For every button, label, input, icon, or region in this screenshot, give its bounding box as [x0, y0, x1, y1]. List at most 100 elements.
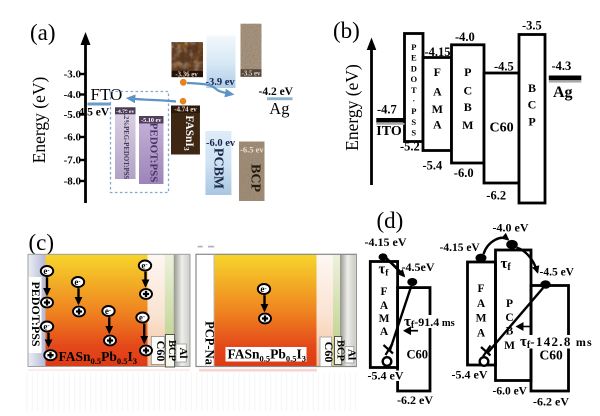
- svg-text:-3.5: -3.5: [522, 19, 542, 33]
- svg-text:F: F: [380, 286, 387, 298]
- svg-text:-6.2 eV: -6.2 eV: [397, 393, 433, 407]
- svg-text:BCP: BCP: [248, 164, 263, 192]
- svg-text:A: A: [433, 118, 442, 132]
- svg-text:-4.5: -4.5: [494, 60, 514, 74]
- svg-text:-3.0: -3.0: [64, 69, 82, 81]
- svg-text:e-: e-: [260, 284, 266, 294]
- svg-text:F: F: [477, 283, 484, 295]
- svg-text:e-: e-: [74, 277, 80, 287]
- svg-text:P: P: [411, 42, 416, 52]
- svg-text:P: P: [464, 65, 471, 79]
- svg-text:C60: C60: [540, 348, 563, 363]
- svg-text:BCP: BCP: [334, 340, 345, 362]
- svg-text:-5.10 ev: -5.10 ev: [141, 117, 162, 124]
- svg-text:F: F: [434, 65, 441, 79]
- svg-text:-6.5 ev: -6.5 ev: [240, 145, 264, 155]
- svg-text:P: P: [506, 298, 513, 310]
- svg-text:(b): (b): [333, 18, 360, 43]
- svg-text:-4.2 eV: -4.2 eV: [259, 86, 294, 98]
- svg-text:τf: τf: [501, 256, 512, 273]
- svg-text:-4.0: -4.0: [64, 89, 82, 101]
- svg-text:C60: C60: [407, 348, 429, 362]
- svg-text:Energy (eV): Energy (eV): [342, 64, 362, 151]
- svg-text:4.5 eV: 4.5 eV: [79, 107, 110, 119]
- svg-text:C60: C60: [490, 121, 514, 136]
- svg-text:τf-91.4 ms: τf-91.4 ms: [404, 314, 455, 331]
- svg-text:-6.0: -6.0: [64, 132, 82, 144]
- svg-text:E: E: [411, 53, 417, 63]
- svg-text:A: A: [380, 326, 389, 338]
- svg-text:0.2%PEG-PEDOT:PSS: 0.2%PEG-PEDOT:PSS: [122, 111, 129, 180]
- svg-text:e-: e-: [43, 322, 49, 332]
- svg-text:P: P: [528, 114, 535, 128]
- svg-text:C60: C60: [154, 341, 168, 362]
- svg-text:B: B: [464, 100, 472, 114]
- svg-text:.: .: [413, 94, 415, 104]
- svg-text:A: A: [477, 328, 486, 340]
- svg-text:M: M: [462, 118, 473, 132]
- svg-text:(c): (c): [29, 230, 55, 255]
- svg-text:-4.3: -4.3: [552, 59, 572, 73]
- svg-text:-4.5 eV: -4.5 eV: [540, 267, 575, 279]
- svg-text:M: M: [504, 340, 515, 352]
- svg-text:ITO: ITO: [376, 124, 402, 139]
- svg-text:e-: e-: [105, 306, 111, 316]
- svg-text:T: T: [411, 85, 417, 95]
- svg-text:FASnI3: FASnI3: [182, 115, 195, 150]
- svg-text:-6.0: -6.0: [454, 166, 474, 180]
- svg-text:B: B: [528, 81, 536, 95]
- svg-text:S: S: [411, 117, 416, 127]
- svg-text:PEDOT:PSS: PEDOT:PSS: [29, 281, 43, 346]
- svg-text:Al: Al: [177, 348, 189, 359]
- svg-text:B: B: [506, 326, 514, 338]
- svg-text:-8.0: -8.0: [64, 176, 82, 188]
- svg-text:-3.36 ev: -3.36 ev: [175, 71, 198, 78]
- svg-text:e-: e-: [43, 266, 49, 276]
- svg-text:O: O: [410, 74, 417, 84]
- svg-text:A: A: [433, 85, 442, 99]
- svg-text:Energy (eV): Energy (eV): [29, 77, 49, 164]
- svg-text:S: S: [411, 128, 416, 138]
- svg-text:(a): (a): [30, 20, 56, 45]
- svg-text:-4.15 eV: -4.15 eV: [365, 235, 407, 249]
- svg-text:e-: e-: [139, 313, 145, 323]
- svg-text:-3.5 ev: -3.5 ev: [242, 70, 261, 77]
- svg-text:-5.2: -5.2: [400, 140, 420, 154]
- svg-text:P: P: [411, 106, 416, 116]
- svg-text:FTO: FTO: [91, 85, 123, 104]
- svg-text:e-: e-: [141, 261, 147, 271]
- svg-text:C60: C60: [322, 342, 336, 363]
- svg-text:BCP: BCP: [166, 340, 177, 362]
- svg-text:C: C: [528, 97, 537, 111]
- svg-text:Ag: Ag: [553, 84, 573, 101]
- svg-text:-6.0 ev: -6.0 ev: [206, 138, 236, 149]
- svg-text:M: M: [432, 102, 443, 116]
- svg-text:-6.2 eV: -6.2 eV: [533, 395, 569, 409]
- svg-text:C: C: [505, 312, 513, 324]
- svg-text:PCP-Na: PCP-Na: [202, 321, 216, 365]
- svg-text:-4.74 ev: -4.74 ev: [174, 107, 197, 114]
- svg-text:M: M: [379, 313, 390, 325]
- svg-text:-4.15: -4.15: [425, 45, 451, 59]
- svg-text:-5.0: -5.0: [64, 109, 82, 121]
- svg-text:τf: τf: [379, 262, 390, 279]
- svg-text:-4.79 ev: -4.79 ev: [116, 109, 134, 115]
- svg-text:-4.15 eV: -4.15 eV: [440, 242, 481, 254]
- svg-text:Al: Al: [346, 349, 358, 360]
- svg-text:τf-142.8 ms: τf-142.8 ms: [520, 334, 593, 351]
- svg-text:-5.4 eV: -5.4 eV: [452, 368, 488, 382]
- svg-text:-4.7: -4.7: [377, 103, 397, 117]
- svg-text:-4.0: -4.0: [455, 30, 475, 44]
- svg-text:-7.0: -7.0: [64, 155, 82, 167]
- svg-text:-6.2: -6.2: [486, 189, 506, 203]
- svg-text:PEDOT:PSS: PEDOT:PSS: [148, 123, 160, 183]
- svg-text:A: A: [477, 298, 486, 310]
- svg-text:C: C: [463, 83, 472, 97]
- svg-text:-6.0 eV: -6.0 eV: [493, 386, 528, 398]
- svg-text:-5.4: -5.4: [423, 159, 444, 173]
- svg-text:M: M: [476, 313, 487, 325]
- svg-text:Ag: Ag: [269, 99, 289, 118]
- svg-text:D: D: [411, 63, 417, 73]
- svg-text:PCBM: PCBM: [211, 148, 226, 189]
- svg-text:A: A: [380, 300, 389, 312]
